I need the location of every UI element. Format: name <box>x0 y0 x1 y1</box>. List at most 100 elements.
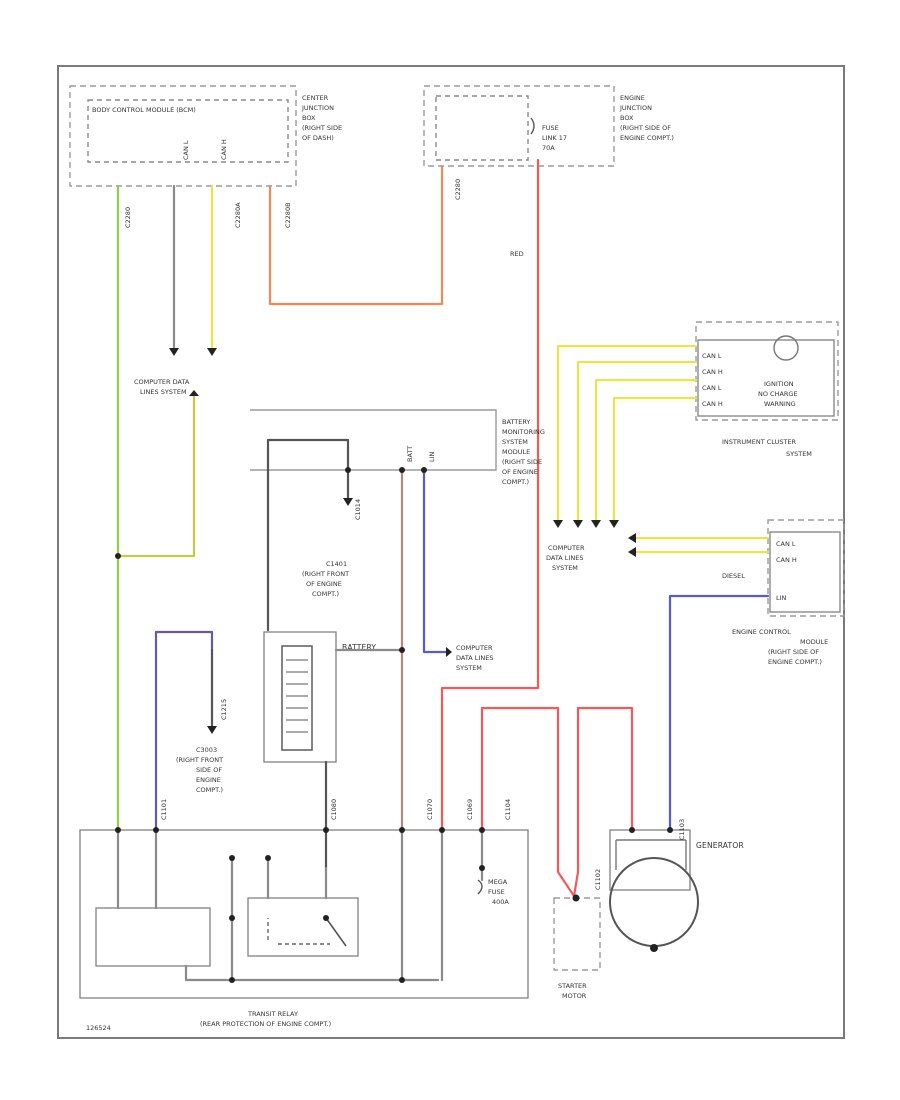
svg-text:SIDE OF: SIDE OF <box>196 766 222 774</box>
svg-text:C2280: C2280 <box>454 179 462 200</box>
svg-text:C1101: C1101 <box>160 799 168 820</box>
svg-text:LIN: LIN <box>428 451 436 462</box>
svg-text:COMPUTER DATA: COMPUTER DATA <box>134 378 190 386</box>
engine-junction-box: ENGINE JUNCTION BOX (RIGHT SIDE OF ENGIN… <box>423 85 674 167</box>
svg-text:ENGINE COMPT.): ENGINE COMPT.) <box>768 658 822 666</box>
svg-text:WARNING: WARNING <box>764 400 796 408</box>
svg-text:C1103: C1103 <box>678 819 686 840</box>
svg-text:COMPT.): COMPT.) <box>196 786 223 794</box>
junction-dots <box>115 467 673 983</box>
svg-text:(RIGHT FRONT: (RIGHT FRONT <box>302 570 349 578</box>
svg-text:(REAR PROTECTION OF ENGINE COM: (REAR PROTECTION OF ENGINE COMPT.) <box>200 1020 331 1028</box>
svg-text:(RIGHT SIDE OF: (RIGHT SIDE OF <box>620 124 671 132</box>
svg-text:BATT: BATT <box>406 446 414 462</box>
diesel-label: DIESEL <box>722 572 745 580</box>
svg-text:C1069: C1069 <box>466 799 474 820</box>
svg-text:ENGINE COMPT.): ENGINE COMPT.) <box>620 134 674 142</box>
black-wire-monitor <box>266 438 350 632</box>
svg-text:COMPUTER: COMPUTER <box>548 544 585 552</box>
svg-text:(RIGHT SIDE: (RIGHT SIDE <box>502 458 542 466</box>
svg-text:(RIGHT SIDE: (RIGHT SIDE <box>302 124 342 132</box>
generator-label: GENERATOR <box>696 841 744 850</box>
central-junction-box-label: CENTER JUNCTION BOX (RIGHT SIDE OF DASH) <box>301 94 342 142</box>
ground-c3003-label: C3003 (RIGHT FRONT SIDE OF ENGINE COMPT.… <box>176 746 223 794</box>
svg-text:SYSTEM: SYSTEM <box>786 450 812 458</box>
purple-wire-c3003 <box>154 630 214 832</box>
svg-text:C3003: C3003 <box>196 746 217 754</box>
svg-text:SYSTEM: SYSTEM <box>502 438 528 446</box>
svg-text:INSTRUMENT CLUSTER: INSTRUMENT CLUSTER <box>722 438 797 446</box>
red-wire-main <box>440 158 540 832</box>
svg-text:MODULE: MODULE <box>800 638 828 646</box>
svg-text:JUNCTION: JUNCTION <box>301 104 334 112</box>
instrument-cluster-module: CAN L CAN H CAN L CAN H IGNITION NO CHAR… <box>695 321 839 458</box>
starter-motor: STARTER MOTOR <box>553 894 601 1000</box>
svg-text:COMPT.): COMPT.) <box>502 478 529 486</box>
svg-text:BATTERY: BATTERY <box>502 418 530 426</box>
red-wire-starter <box>480 706 576 898</box>
svg-text:(RIGHT SIDE OF: (RIGHT SIDE OF <box>768 648 819 656</box>
svg-text:CAN L: CAN L <box>776 540 796 548</box>
svg-text:OF ENGINE: OF ENGINE <box>306 580 342 588</box>
svg-text:C1401: C1401 <box>326 560 347 568</box>
svg-text:NO CHARGE: NO CHARGE <box>758 390 798 398</box>
vertical-wire-labels: C1070 C1069 C1104 C1102 C1103 C1101 C121… <box>160 499 686 890</box>
transit-relay: TRANSIT RELAY (REAR PROTECTION OF ENGINE… <box>79 829 529 1028</box>
svg-text:ENGINE CONTROL: ENGINE CONTROL <box>732 628 791 636</box>
battery-label: BATTERY <box>342 643 376 652</box>
svg-text:400A: 400A <box>492 898 509 906</box>
svg-text:MODULE: MODULE <box>502 448 530 456</box>
svg-text:CAN L: CAN L <box>702 352 722 360</box>
orange-wire <box>268 164 444 306</box>
body-control-module-box: BODY CONTROL MODULE (BCM) <box>69 85 297 187</box>
svg-text:JUNCTION: JUNCTION <box>619 104 652 112</box>
svg-text:DATA LINES: DATA LINES <box>456 654 493 662</box>
bcm-pin-labels: CAN L CAN H C2280 C2280A C2280B C2280 <box>124 139 462 228</box>
ground-c1401-label: C1401 (RIGHT FRONT OF ENGINE COMPT.) <box>302 560 349 598</box>
svg-text:CAN L: CAN L <box>702 384 722 392</box>
svg-text:CAN L: CAN L <box>182 140 190 160</box>
diagram-frame <box>57 65 845 1039</box>
svg-text:ENGINE: ENGINE <box>196 776 221 784</box>
mega-fuse-label: MEGA <box>488 878 508 886</box>
svg-text:MONITORING: MONITORING <box>502 428 545 436</box>
svg-text:C1104: C1104 <box>504 799 512 820</box>
generator: GENERATOR <box>609 829 744 952</box>
svg-text:TRANSIT RELAY: TRANSIT RELAY <box>247 1010 298 1018</box>
svg-text:DATA LINES: DATA LINES <box>546 554 583 562</box>
svg-text:CAN H: CAN H <box>220 139 228 160</box>
svg-text:BOX: BOX <box>620 114 634 122</box>
svg-text:OF ENGINE: OF ENGINE <box>502 468 538 476</box>
svg-text:FUSE: FUSE <box>488 888 505 896</box>
svg-text:LINES SYSTEM: LINES SYSTEM <box>140 388 187 396</box>
svg-text:LINK 17: LINK 17 <box>542 134 567 142</box>
svg-text:SYSTEM: SYSTEM <box>456 664 482 672</box>
battery-monitoring-module: BATTERY MONITORING SYSTEM MODULE (RIGHT … <box>250 409 545 486</box>
yellow-wire-cluster-1 <box>556 344 698 522</box>
computer-data-lines-label-3: COMPUTER DATA LINES SYSTEM <box>456 644 493 672</box>
svg-text:70A: 70A <box>542 144 555 152</box>
svg-text:OF DASH): OF DASH) <box>302 134 334 142</box>
svg-text:MOTOR: MOTOR <box>562 992 587 1000</box>
yellow-wire-cluster-2 <box>576 360 698 522</box>
red-wire-generator <box>572 706 634 898</box>
engine-control-module: CAN L CAN H LIN DIESEL ENGINE CONTROL MO… <box>722 519 845 666</box>
bcm-label: BODY CONTROL MODULE (BCM) <box>92 106 196 114</box>
svg-text:C1014: C1014 <box>354 499 362 520</box>
svg-text:C2280A: C2280A <box>234 202 242 228</box>
svg-text:C2280B: C2280B <box>284 202 292 228</box>
fuse-label: FUSE <box>542 124 559 132</box>
svg-text:COMPT.): COMPT.) <box>312 590 339 598</box>
svg-text:LIN: LIN <box>776 594 787 602</box>
svg-text:IGNITION: IGNITION <box>764 380 794 388</box>
svg-text:C1102: C1102 <box>594 869 602 890</box>
svg-text:CAN H: CAN H <box>702 368 723 376</box>
svg-text:(RIGHT FRONT: (RIGHT FRONT <box>176 756 223 764</box>
svg-text:STARTER: STARTER <box>558 982 587 990</box>
battery: BATTERY <box>263 631 376 763</box>
green-wire-branch <box>116 394 196 558</box>
svg-text:SYSTEM: SYSTEM <box>552 564 578 572</box>
svg-text:C1080: C1080 <box>330 799 338 820</box>
svg-text:ENGINE: ENGINE <box>620 94 645 102</box>
svg-text:CENTER: CENTER <box>302 94 329 102</box>
